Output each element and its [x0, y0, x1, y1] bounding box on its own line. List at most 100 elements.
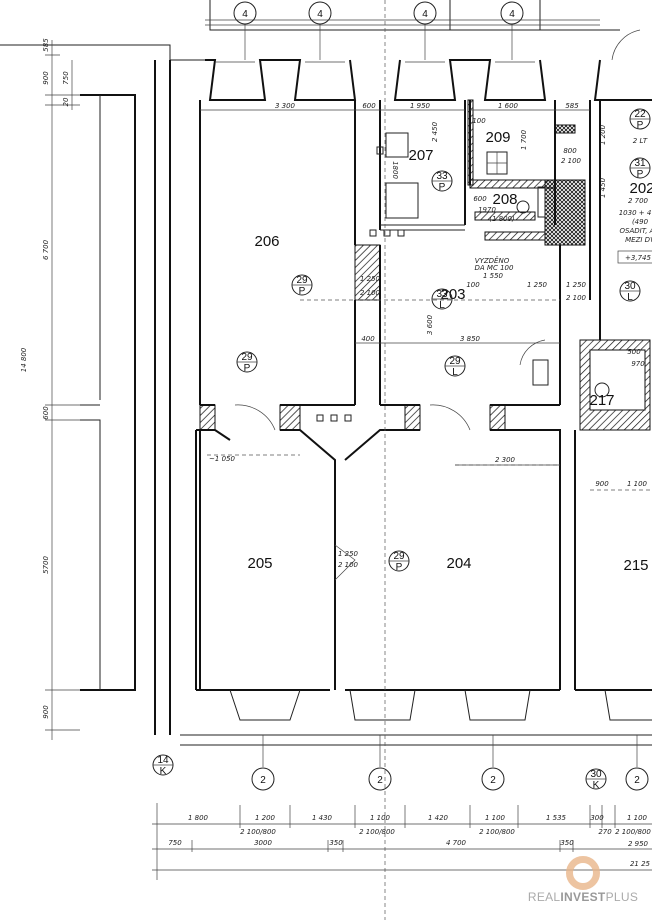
dimension-label: 350 — [560, 839, 574, 847]
dimension-label: 1 600 — [498, 102, 519, 110]
dimension-label: (1 800) — [489, 215, 515, 223]
door-tag: 33P — [431, 170, 453, 193]
dimension-label: 29 — [241, 352, 253, 363]
dimension-label: 2 — [260, 775, 266, 786]
dimension-label: 585 — [565, 102, 579, 110]
dimension-label: 1970 — [478, 206, 496, 214]
dimension-label: 750 — [168, 839, 182, 847]
dimension-label: 31 — [634, 158, 646, 169]
dimension-label: P — [299, 286, 306, 297]
axis-marker: 4 — [233, 1, 257, 60]
dimension-label: ~1 050 — [209, 455, 235, 463]
watermark-logo: REALINVESTPLUS — [518, 856, 648, 916]
logo-mark-icon — [566, 856, 600, 890]
dimension-label: 2 100/800 — [615, 828, 651, 836]
dimension-label: DA MC 100 — [475, 264, 514, 272]
dimension-label: 2 300 — [495, 456, 516, 464]
dimension-label: 100 — [472, 117, 486, 125]
dimension-label: 21 25 — [630, 860, 651, 868]
dimension-label: 600 — [42, 406, 50, 420]
axis-marker: 4 — [500, 1, 524, 60]
door-tag: 22P — [629, 108, 651, 131]
dimension-label: 1 250 — [527, 281, 548, 289]
dimension-label: P — [637, 120, 644, 131]
dimension-label: 1 200 — [255, 814, 276, 822]
dimension-label: 1 800 — [188, 814, 209, 822]
dimension-label: 30 — [590, 769, 602, 780]
door-tag: 14K — [152, 754, 174, 777]
dimension-label: 30 — [624, 281, 636, 292]
dimension-label: K — [160, 766, 167, 777]
door-tag: 29P — [236, 351, 258, 374]
dimension-label: 1030 + 4 — [619, 209, 652, 217]
dimension-label: 2 — [377, 775, 383, 786]
dimension-label: 2 100/800 — [240, 828, 276, 836]
axis-top: 4 4 4 4 — [233, 1, 524, 60]
dimension-label: 800 — [563, 147, 577, 155]
dimension-label: 3 300 — [275, 102, 296, 110]
dimension-label: VYZDĚNO — [475, 256, 510, 265]
room-206: 206 — [254, 233, 279, 250]
dimension-label: 1 100 — [485, 814, 506, 822]
room-202: 202 — [629, 180, 652, 197]
dimension-label: 33 — [436, 289, 448, 300]
dimension-label: 2 100 — [360, 289, 381, 297]
dimension-label: 1 700 — [520, 129, 528, 150]
door-tag: 33L — [431, 288, 453, 311]
dimension-label: MEZI DV — [625, 236, 652, 244]
fixtures — [207, 0, 652, 920]
axis-marker: 4 — [413, 1, 437, 60]
dimension-label: 1 250 — [338, 550, 359, 558]
dimension-label: 4 — [509, 9, 515, 20]
dimension-label: 1 100 — [370, 814, 391, 822]
axis-marker: 2 — [251, 735, 275, 791]
dimension-label: 300 — [590, 814, 604, 822]
dimension-label: 20 — [62, 97, 70, 106]
dimension-label: 2 700 — [628, 197, 649, 205]
dimension-label: 1800 — [391, 161, 399, 179]
dimension-label: 3 850 — [460, 335, 481, 343]
room-208: 208 — [492, 191, 517, 208]
dimension-label: P — [244, 363, 251, 374]
room-207: 207 — [408, 147, 433, 164]
left-dimensions: 585 900 750 20 6 700 14 800 600 5700 900 — [20, 38, 171, 740]
dimension-label: 29 — [449, 356, 461, 367]
dimension-label: 6 700 — [42, 239, 50, 260]
axis-bottom: 2 2 2 2 — [251, 735, 649, 791]
dimension-label: 2 450 — [431, 121, 439, 142]
dimension-label: 270 — [598, 828, 612, 836]
dimension-label: 1 100 — [627, 480, 648, 488]
dimension-label: 1 450 — [599, 177, 607, 198]
room-217: 217 — [589, 392, 614, 409]
dimension-label: 2 100 — [566, 294, 587, 302]
dimension-label: 22 — [634, 109, 646, 120]
dimension-label: 1 950 — [410, 102, 431, 110]
dimension-label: K — [593, 780, 600, 791]
dimension-label: OSADIT, A — [620, 227, 652, 235]
dimension-label: 4 — [317, 9, 323, 20]
dimension-label: 500 — [627, 348, 641, 356]
axis-marker: 4 — [308, 1, 332, 60]
inner-dimensions: 3 300 600 1 950 1 600 585 2 450 1800 100… — [200, 102, 652, 569]
dimension-label: 29 — [393, 551, 405, 562]
door-tag: 31P — [629, 157, 651, 180]
dimension-label: 14 — [157, 755, 169, 766]
dimension-label: 2 100/800 — [479, 828, 515, 836]
door-tag: 29L — [444, 355, 466, 378]
dimension-label: 400 — [361, 335, 375, 343]
dimension-label: 100 — [466, 281, 480, 289]
dimension-label: 2 — [634, 775, 640, 786]
dimension-label: 1 100 — [627, 814, 648, 822]
dimension-label: 1 535 — [546, 814, 567, 822]
door-tag: 30L — [619, 280, 641, 303]
logo-text: REALINVESTPLUS — [527, 890, 639, 904]
dimension-label: L — [452, 367, 458, 378]
dimension-label: 33 — [436, 171, 448, 182]
top-structure — [0, 0, 652, 101]
dimension-label: 900 — [42, 71, 50, 85]
dimension-label: 1 250 — [566, 281, 587, 289]
dimension-label: 900 — [595, 480, 609, 488]
dimension-label: 4 — [422, 9, 428, 20]
axis-marker: 2 — [368, 735, 392, 791]
axis-marker: 2 — [625, 735, 649, 791]
